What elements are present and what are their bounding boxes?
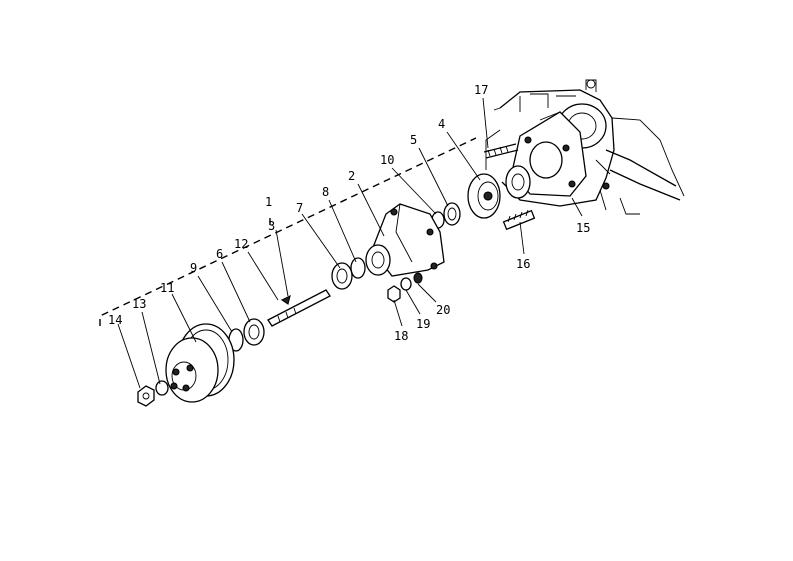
seal <box>443 202 461 226</box>
label-3: 3 <box>268 219 275 233</box>
label-7: 7 <box>296 201 303 215</box>
label-17: 17 <box>474 83 488 97</box>
label-12: 12 <box>234 237 248 251</box>
label-4: 4 <box>438 117 445 131</box>
assembly-bracket <box>99 137 477 326</box>
label-18: 18 <box>394 329 408 343</box>
impeller <box>467 173 501 219</box>
label-10: 10 <box>380 153 394 167</box>
stud <box>502 209 536 231</box>
inner-gasket <box>505 165 531 199</box>
nut-washer-set <box>387 272 423 303</box>
label-14: 14 <box>108 313 122 327</box>
label-9: 9 <box>190 261 197 275</box>
circlip <box>350 257 366 279</box>
label-16: 16 <box>516 257 530 271</box>
washer <box>155 380 169 396</box>
pump-body <box>365 203 445 277</box>
pulley <box>165 323 235 403</box>
label-6: 6 <box>216 247 223 261</box>
engine-block <box>485 79 685 215</box>
label-19: 19 <box>416 317 430 331</box>
label-5: 5 <box>410 133 417 147</box>
label-11: 11 <box>160 281 174 295</box>
label-15: 15 <box>576 221 590 235</box>
label-2: 2 <box>348 169 355 183</box>
label-1: 1 <box>265 195 272 209</box>
leader-lines <box>117 97 583 389</box>
bolt-pair <box>483 143 519 159</box>
part-labels: 1 2 3 4 5 6 7 8 9 10 11 12 13 14 15 16 1… <box>108 83 590 343</box>
label-20: 20 <box>436 303 450 317</box>
shaft <box>267 289 331 327</box>
nut <box>137 385 155 407</box>
label-13: 13 <box>132 297 146 311</box>
label-8: 8 <box>322 185 329 199</box>
bearing <box>331 262 353 290</box>
bearing-front <box>243 318 265 346</box>
